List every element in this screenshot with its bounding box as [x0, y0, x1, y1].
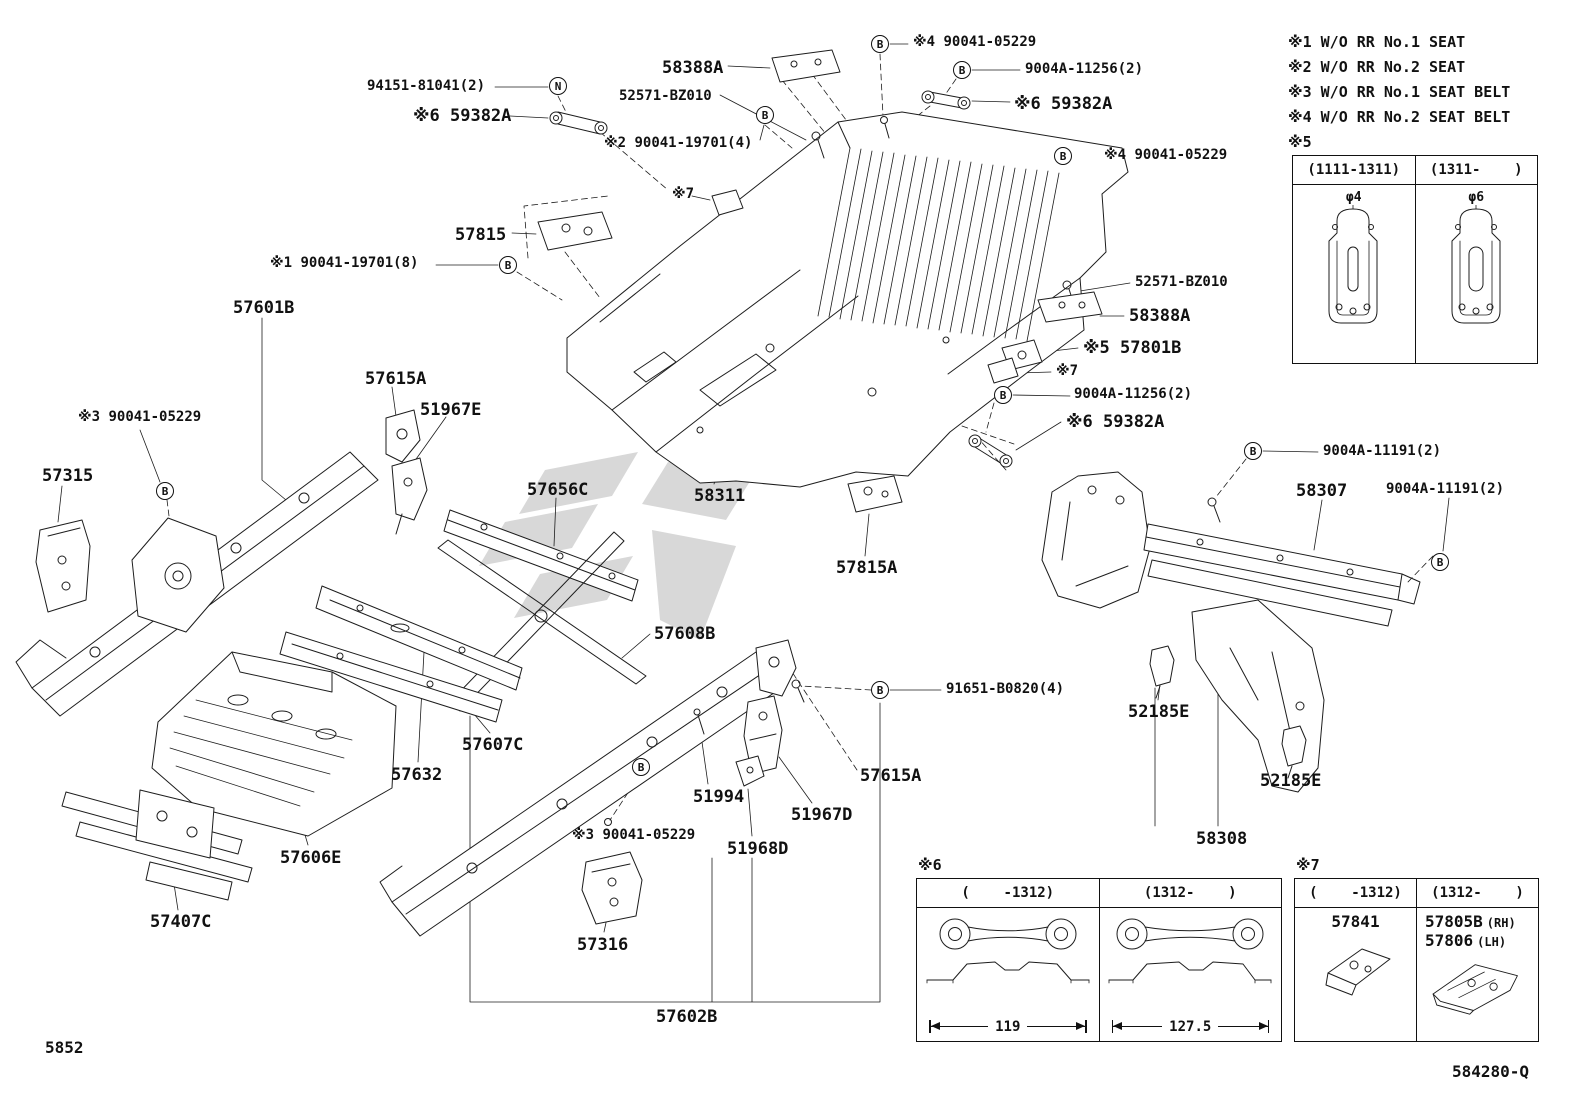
part-floor-pan-57606e	[151, 651, 397, 837]
dim-tick	[929, 1020, 931, 1033]
dimension-arrow-127-5: 127.5	[1111, 1018, 1269, 1035]
part-bracket-51968d	[735, 755, 765, 787]
t5-col1-header: (1111-1311)	[1293, 156, 1415, 185]
part-bolt-90041-top	[880, 116, 890, 139]
t7-col2-body: 57805B (RH) 57806 (LH)	[1417, 908, 1538, 1041]
legend-note-3: ※3 W/O RR No.1 SEAT BELT	[1288, 83, 1511, 101]
page-number: 5852	[45, 1038, 84, 1057]
part-crossmember-57632	[315, 585, 523, 691]
part-link-59382a-right	[968, 434, 1013, 468]
figure-code: 584280-Q	[1452, 1062, 1530, 1081]
part-label-57806: 57806	[1425, 931, 1474, 950]
part-label-57841: 57841	[1331, 912, 1380, 931]
part-hook-52185e-front	[1149, 645, 1175, 699]
t5-column-2: (1311- ) φ6	[1414, 156, 1538, 363]
part-bracket-57315	[35, 519, 91, 613]
part-bracket-57615a-front	[385, 409, 421, 463]
part-bolt-9004a-11191	[1207, 497, 1221, 523]
t5-col1-body: φ4	[1293, 185, 1415, 363]
link-drawing-short	[939, 918, 1077, 950]
part-bracket-51967d	[743, 695, 783, 775]
dimension-arrow-119: 119	[929, 1018, 1087, 1035]
t6-col2-header: (1312- )	[1099, 879, 1281, 908]
part-clip-x7-right	[987, 357, 1019, 384]
part-row-57805b: 57805B (RH)	[1417, 912, 1516, 931]
t6-col1-body: 119	[917, 908, 1099, 1041]
part-row-57806: 57806 (LH)	[1417, 931, 1506, 950]
legend-note-5: ※5	[1288, 133, 1312, 151]
part-link-9004a-front	[921, 90, 971, 110]
part-bracket-57815a	[847, 475, 903, 513]
t6-col1-header: ( -1312)	[917, 879, 1099, 908]
t5-col1-diameter: φ4	[1343, 190, 1364, 205]
t5-column-1: (1111-1311) φ4	[1293, 156, 1415, 363]
part-pin-51994	[693, 708, 705, 735]
part-bolt-52571-front	[811, 131, 825, 159]
part-side-rh: (RH)	[1486, 916, 1516, 930]
part-label-57805b: 57805B	[1425, 912, 1483, 931]
part-floor-panel-58311	[566, 111, 1129, 488]
dim-value: 127.5	[1169, 1018, 1212, 1035]
variant-table-bracket: ( -1312) 57841 (1312- ) 57805B (RH) 5780…	[1294, 878, 1539, 1042]
part-rear-side-member-57602b	[379, 651, 785, 937]
part-rear-floor-side-member-58307	[1143, 523, 1421, 627]
bracket-drawing-57841	[1325, 948, 1390, 996]
part-bolt-91651	[791, 679, 805, 703]
part-floor-reinforcement-57407c	[61, 789, 253, 901]
table6-tag: ※6	[918, 856, 942, 874]
part-clip-x7-front	[711, 189, 744, 216]
part-link-59382a-front	[549, 111, 608, 135]
part-plate-58388a-right	[1037, 291, 1103, 323]
legend-note-4: ※4 W/O RR No.2 SEAT BELT	[1288, 108, 1511, 126]
part-bolt-90041-lower	[604, 818, 612, 826]
part-brace-57608b	[437, 531, 647, 712]
t7-col2-header: (1312- )	[1417, 879, 1538, 908]
legend-note-2: ※2 W/O RR No.2 SEAT	[1288, 58, 1466, 76]
assembly-dashed-lines	[166, 53, 1434, 821]
part-hook-52185e-rear	[1281, 725, 1307, 779]
legend-note-1: ※1 W/O RR No.1 SEAT	[1288, 33, 1466, 51]
part-bracket-51967e	[391, 457, 428, 535]
part-plate-57815	[537, 211, 613, 251]
part-rear-side-member-58308	[1191, 599, 1325, 793]
t7-col1-header: ( -1312)	[1295, 879, 1416, 908]
variant-table-link: ( -1312) 119 (1312- )	[916, 878, 1282, 1042]
seatbelt-anchor-drawing-phi4	[1328, 204, 1378, 324]
t6-column-1: ( -1312) 119	[917, 879, 1099, 1041]
t5-col2-diameter: φ6	[1466, 190, 1487, 205]
t7-column-2: (1312- ) 57805B (RH) 57806 (LH)	[1416, 879, 1538, 1041]
dim-tick	[1085, 1020, 1087, 1033]
dim-tick	[1267, 1020, 1269, 1033]
seatbelt-anchor-drawing-phi6	[1451, 204, 1501, 324]
t5-col2-body: φ6	[1416, 185, 1538, 363]
link-drawing-long	[1116, 918, 1264, 950]
dim-value: 119	[995, 1018, 1021, 1035]
dim-line-left	[930, 1023, 989, 1030]
part-bracket-57316	[581, 851, 643, 925]
t5-col2-header: (1311- )	[1415, 156, 1537, 185]
variant-table-seatbelt-anchor: (1111-1311) φ4 (1311- ) φ6	[1292, 155, 1538, 364]
bracket-profile-short	[926, 961, 1090, 984]
part-crossmember-57607c	[279, 631, 503, 723]
part-bracket-57615a-rear	[755, 639, 797, 697]
dim-line-left	[1113, 1023, 1163, 1030]
dim-line-right	[1027, 1023, 1086, 1030]
bracket-drawing-57805b-57806	[1432, 964, 1518, 1015]
legend-notes: ※1 W/O RR No.1 SEAT ※2 W/O RR No.2 SEAT …	[1288, 30, 1510, 155]
part-wheelhouse-panel	[1041, 471, 1151, 609]
part-plate-58388a-front	[771, 49, 841, 83]
table7-tag: ※7	[1296, 856, 1320, 874]
t7-col1-body: 57841	[1295, 908, 1416, 1041]
t6-column-2: (1312- ) 127.5	[1098, 879, 1282, 1041]
dim-tick	[1111, 1020, 1113, 1033]
t6-col2-body: 127.5	[1100, 908, 1282, 1041]
bracket-profile-long	[1108, 961, 1272, 984]
dim-line-right	[1218, 1023, 1268, 1030]
part-front-side-member-57601b	[15, 451, 379, 717]
t7-column-1: ( -1312) 57841	[1295, 879, 1416, 1041]
part-side-lh: (LH)	[1477, 935, 1507, 949]
part-crossmember-57656c	[443, 509, 639, 602]
